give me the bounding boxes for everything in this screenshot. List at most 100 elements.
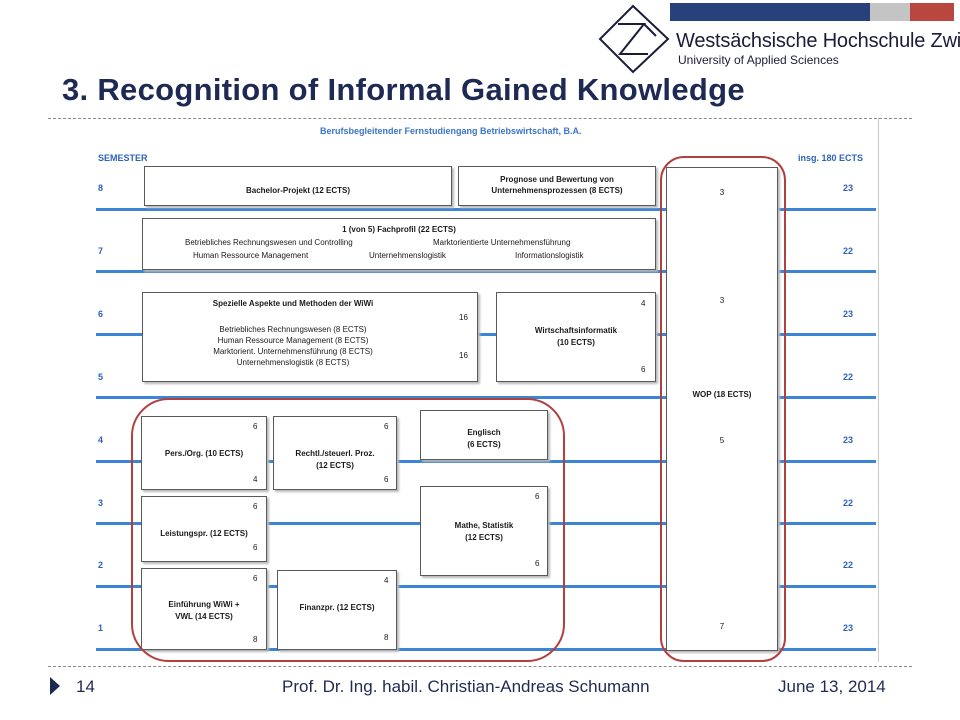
module-label: Englisch (467, 428, 501, 437)
semester-ects: 22 (843, 246, 854, 256)
semester-line-5 (96, 396, 876, 399)
brand-bar-grey (870, 3, 910, 21)
semester-ects: 23 (843, 309, 854, 319)
module-ects-bottom: 16 (459, 351, 468, 360)
semester-line-7 (96, 270, 876, 273)
footer-author: Prof. Dr. Ing. habil. Christian-Andreas … (282, 677, 650, 696)
footer-divider (48, 666, 912, 667)
semester-number: 7 (98, 246, 104, 256)
spezielle-item: Betriebliches Rechnungswesen (8 ECTS) (219, 325, 367, 334)
brand-bar-blue (670, 3, 870, 21)
module-ects-bottom: 6 (384, 475, 389, 484)
semester-ects: 22 (843, 498, 854, 508)
module-label: WOP (18 ECTS) (692, 390, 752, 399)
module-label: Finanzpr. (12 ECTS) (299, 603, 375, 612)
semester-number: 5 (98, 372, 104, 382)
module-ects-top: 6 (253, 422, 258, 431)
semester-number: 3 (98, 498, 104, 508)
triangle-bullet-icon (50, 677, 60, 695)
semester-number: 4 (98, 435, 104, 445)
fachprofil-item: Marktorientierte Unternehmensführung (433, 238, 571, 247)
wop-value: 3 (719, 188, 725, 197)
semester-number: 2 (98, 560, 104, 570)
module-spezielle-aspekte: Spezielle Aspekte und Methoden der WiWi … (142, 292, 478, 382)
module-label: Leistungspr. (12 ECTS) (160, 529, 248, 538)
highlight-ring-basic-modules (131, 398, 565, 662)
brand-bar-red (910, 3, 954, 21)
module-ects-bottom: 6 (253, 543, 258, 552)
module-ects-top: 6 (253, 574, 258, 583)
fachprofil-item: Human Ressource Management (193, 251, 309, 260)
module-ects-top: 6 (253, 502, 258, 511)
module-leistungspr: 6 Leistungspr. (12 ECTS) 6 (141, 496, 267, 562)
semester-number: 8 (98, 183, 104, 193)
semester-line-6 (96, 333, 876, 336)
highlight-ring-wop (660, 156, 786, 662)
module-finanzpr: 4 Finanzpr. (12 ECTS) 8 (277, 570, 397, 650)
module-ects-top: 4 (641, 299, 646, 308)
semester-number: 1 (98, 623, 104, 633)
module-pers-org: 6 Pers./Org. (10 ECTS) 4 (141, 416, 267, 490)
semester-line-2 (96, 585, 876, 588)
module-ects-bottom: 6 (641, 365, 646, 374)
wop-value: 3 (719, 296, 725, 305)
module-label: Wirtschaftsinformatik (534, 326, 618, 335)
module-label: (12 ECTS) (316, 461, 354, 470)
slide-title: 3. Recognition of Informal Gained Knowle… (62, 72, 745, 107)
module-label: (10 ECTS) (557, 338, 595, 347)
semester-ects: 22 (843, 372, 854, 382)
module-wop: 3 3 WOP (18 ECTS) 5 7 (666, 167, 778, 651)
module-label: Bachelor-Projekt (12 ECTS) (245, 186, 351, 195)
module-label: Unternehmensprozessen (8 ECTS) (491, 186, 623, 195)
title-divider (48, 118, 912, 119)
wop-value: 5 (719, 436, 725, 445)
module-rechtl-steuerl: 6 Rechtl./steuerl. Proz. (12 ECTS) 6 (273, 416, 397, 490)
curriculum-chart (92, 118, 879, 662)
spezielle-item: Human Ressource Management (8 ECTS) (217, 336, 369, 345)
spezielle-item: Unternehmenslogistik (8 ECTS) (236, 358, 350, 367)
semester-line-4 (96, 460, 876, 463)
footer-date: June 13, 2014 (778, 677, 886, 696)
fachprofil-item: Unternehmenslogistik (369, 251, 446, 260)
curriculum-title: Berufsbegleitender Fernstudiengang Betri… (320, 126, 582, 136)
page-number: 14 (76, 677, 95, 696)
module-label: Mathe, Statistik (454, 521, 514, 530)
module-englisch: Englisch (6 ECTS) (420, 410, 548, 460)
university-subtitle: University of Applied Sciences (678, 53, 839, 67)
module-wirtschaftsinformatik: 4 Wirtschaftsinformatik (10 ECTS) 6 (496, 292, 656, 382)
module-label: Pers./Org. (10 ECTS) (164, 449, 244, 458)
fachprofil-item: Informationslogistik (515, 251, 584, 260)
module-label: Einführung WiWi + (168, 600, 240, 609)
module-ects-top: 6 (384, 422, 389, 431)
spezielle-item: Marktorient. Unternehmensführung (8 ECTS… (213, 347, 373, 356)
wop-value: 7 (719, 622, 725, 631)
module-ects-top: 6 (535, 492, 540, 501)
module-label: Rechtl./steuerl. Proz. (295, 449, 375, 458)
rhombus-monogram-logo-icon (598, 4, 670, 74)
semester-ects: 22 (843, 560, 854, 570)
module-label: Spezielle Aspekte und Methoden der WiWi (212, 299, 374, 308)
university-name: Westsächsische Hochschule Zwickau (676, 30, 960, 52)
ects-column-header: insg. 180 ECTS (798, 153, 864, 163)
module-ects-bottom: 6 (535, 559, 540, 568)
module-ects-bottom: 8 (384, 633, 389, 642)
module-label: Prognose und Bewertung von (500, 175, 614, 184)
semester-ects: 23 (843, 183, 854, 193)
semester-number: 6 (98, 309, 104, 319)
module-prognose: Prognose und Bewertung von Unternehmensp… (458, 166, 656, 206)
module-ects-top: 16 (459, 313, 468, 322)
module-fachprofil: 1 (von 5) Fachprofil (22 ECTS) Betriebli… (142, 218, 656, 270)
semester-line-8 (96, 208, 876, 211)
semester-ects: 23 (843, 623, 854, 633)
fachprofil-item: Betriebliches Rechnungswesen und Control… (185, 238, 353, 247)
module-bachelor-projekt: Bachelor-Projekt (12 ECTS) (144, 166, 452, 206)
semester-line-1 (96, 648, 876, 651)
semester-ects: 23 (843, 435, 854, 445)
module-ects-bottom: 8 (253, 635, 258, 644)
module-label: 1 (von 5) Fachprofil (22 ECTS) (342, 225, 456, 234)
module-ects-top: 4 (384, 576, 389, 585)
module-label: (6 ECTS) (467, 440, 501, 449)
module-label: VWL (14 ECTS) (175, 612, 233, 621)
module-ects-bottom: 4 (253, 475, 258, 484)
semester-column-header: SEMESTER (98, 153, 148, 163)
